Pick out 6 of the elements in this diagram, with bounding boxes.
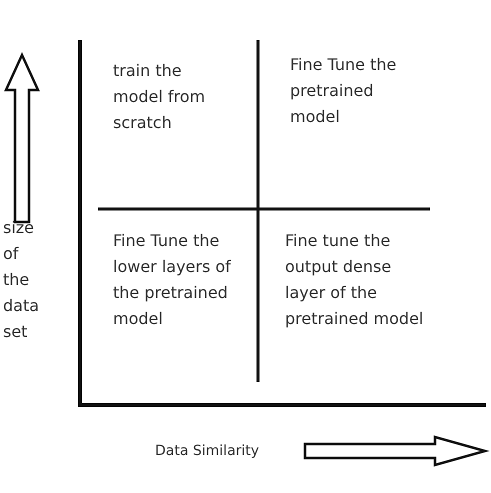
axis-label: size of the data set [3,217,40,343]
quadrant-text: Fine Tune the pretrained model [290,54,398,128]
quadrant-text: Fine tune the output dense layer of the pretrained model [285,230,424,330]
quadrant-text: train the model from scratch [113,60,206,134]
axis-label: Data Similarity [155,442,260,461]
quadrant-text: Fine Tune the lower layers of the pretrained model [113,230,232,330]
